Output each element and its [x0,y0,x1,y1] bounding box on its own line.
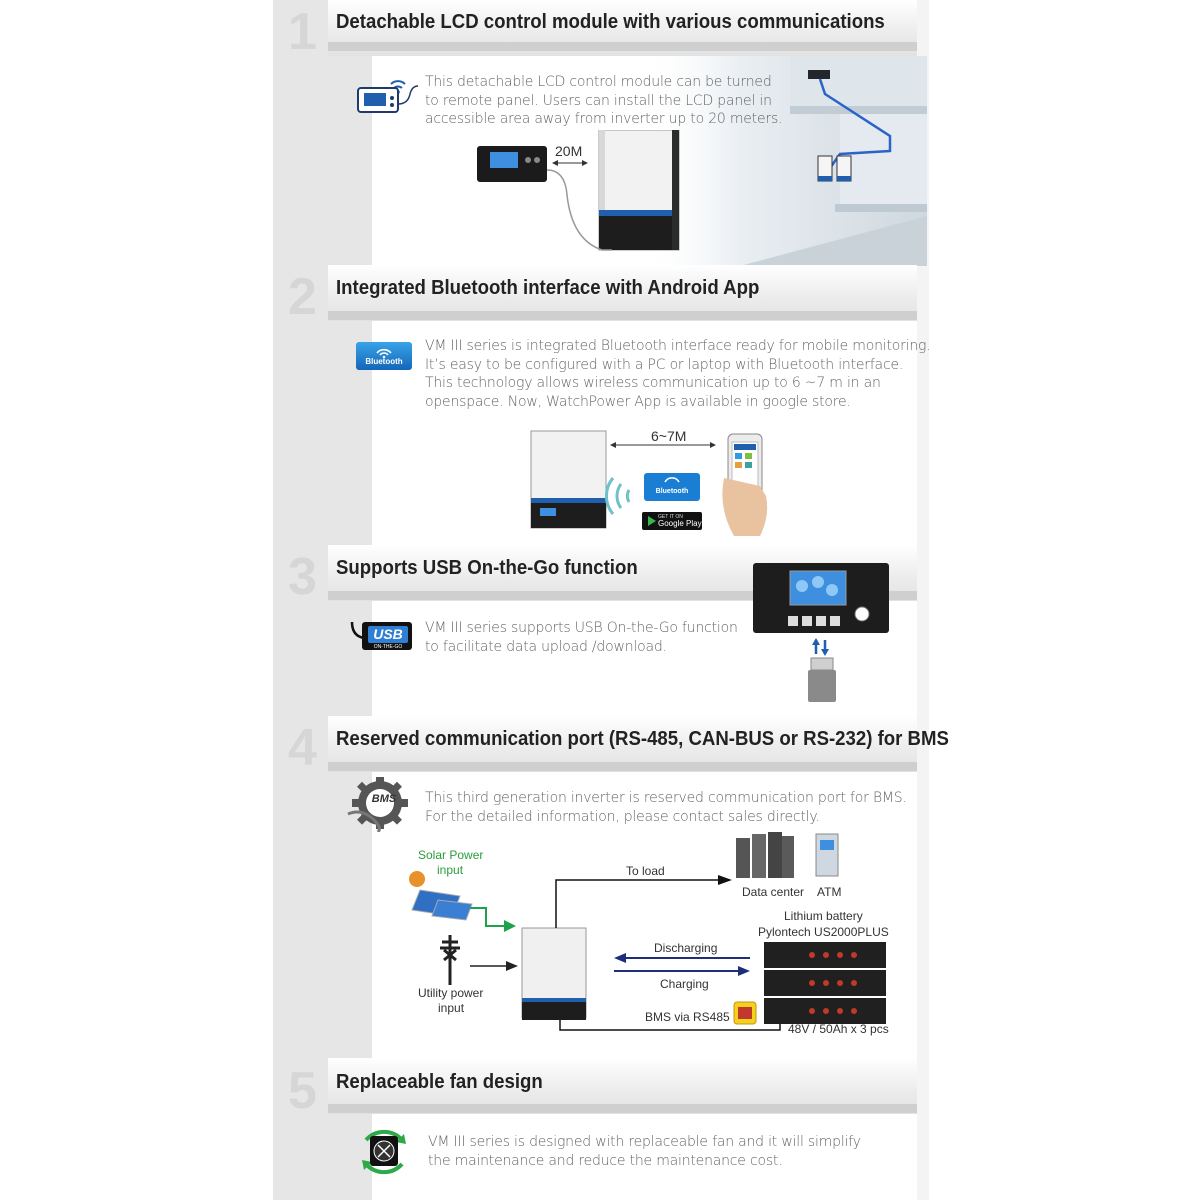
section-3-line-2: to facilitate data upload /download. [425,638,667,655]
utility-power-label-1: Utility power [418,986,484,1000]
section-1-line-3: accessible area away from inverter up to… [425,111,783,127]
section-3-title: Supports USB On-the-Go function [336,557,638,579]
google-play-label: Google Play [658,519,702,528]
section-5-line-2: the maintenance and reduce the maintenan… [428,1152,783,1169]
section-4-description: This third generation inverter is reserv… [425,789,907,826]
bms-via-rs485-label: BMS via RS485 [645,1010,730,1024]
to-load-label: To load [626,864,665,878]
building-installation-image [640,56,927,266]
section-3-line-1: VM III series supports USB On-the-Go fun… [425,620,738,636]
section-3-header-bar [328,591,917,600]
data-center-label: Data center [742,885,805,899]
discharging-label: Discharging [654,941,718,955]
section-5-title: Replaceable fan design [336,1071,543,1093]
distance-6-7m-label: 6~7M [651,428,687,444]
bluetooth-badge-label: Bluetooth [365,357,403,366]
bms-gear-icon [347,777,408,832]
solar-power-label-2: input [437,863,464,877]
usb-badge-label: USB [373,626,403,642]
section-3-number: 3 [288,548,317,606]
section-5-description: VM III series is designed with replaceab… [428,1133,861,1170]
bluetooth-small-label: Bluetooth [655,488,689,495]
replaceable-fan-icon [362,1129,406,1175]
bluetooth-connection-diagram [530,430,768,536]
battery-spec-label: 48V / 50Ah x 3 pcs [788,1022,889,1036]
section-2-line-3: This technology allows wireless communic… [425,375,881,391]
section-1-line-2: to remote panel. Users can install the L… [425,92,772,109]
section-4-header-bar [328,762,917,771]
section-2-description: VM III series is integrated Bluetooth in… [425,337,931,411]
utility-power-label-2: input [438,1001,465,1015]
lcd-panel-usb-image [753,563,889,702]
section-1-number: 1 [288,3,317,61]
remote-lcd-icon [357,80,419,113]
section-1-description: This detachable LCD control module can b… [425,73,783,129]
pylontech-label: Pylontech US2000PLUS [758,925,889,939]
sun-icon [409,871,425,887]
section-2-line-4: openspace. Now, WatchPower App is availa… [425,393,851,410]
distance-20m-label: 20M [555,143,583,159]
section-3-description: VM III series supports USB On-the-Go fun… [425,619,738,656]
section-2-line-2: It’s easy to be configured with a PC or … [425,356,904,373]
section-4-number: 4 [288,719,317,777]
usb-otg-icon [350,621,412,650]
google-play-small-label: GET IT ON [658,514,683,520]
section-1-line-1: This detachable LCD control module can b… [425,74,772,90]
bluetooth-badge-icon: Bluetooth [356,342,412,370]
solar-power-label-1: Solar Power [418,848,484,862]
bms-system-diagram [409,832,886,1031]
section-4-line-1: This third generation inverter is reserv… [425,790,907,806]
atm-label: ATM [817,885,842,899]
section-1-header-bar [328,42,917,51]
section-2-number: 2 [288,268,317,326]
section-2-header-bar [328,311,917,320]
inverter-with-lcd-module-image [477,130,680,251]
usb-otg-sub-label: ON-THE-GO [373,644,403,650]
section-5-header-bar [328,1104,917,1113]
section-5-number: 5 [288,1062,317,1120]
section-4-title: Reserved communication port (RS-485, CAN… [336,728,949,750]
section-1-title: Detachable LCD control module with vario… [336,11,885,33]
section-2-line-1: VM III series is integrated Bluetooth in… [425,338,931,354]
section-5-line-1: VM III series is designed with replaceab… [428,1134,861,1150]
bms-badge-label: BMS [371,793,397,805]
charging-label: Charging [660,977,709,991]
section-2-title: Integrated Bluetooth interface with Andr… [336,277,760,299]
lithium-battery-label: Lithium battery [784,909,863,923]
section-4-line-2: For the detailed information, please con… [425,808,820,825]
right-edge-panel [917,0,929,1200]
